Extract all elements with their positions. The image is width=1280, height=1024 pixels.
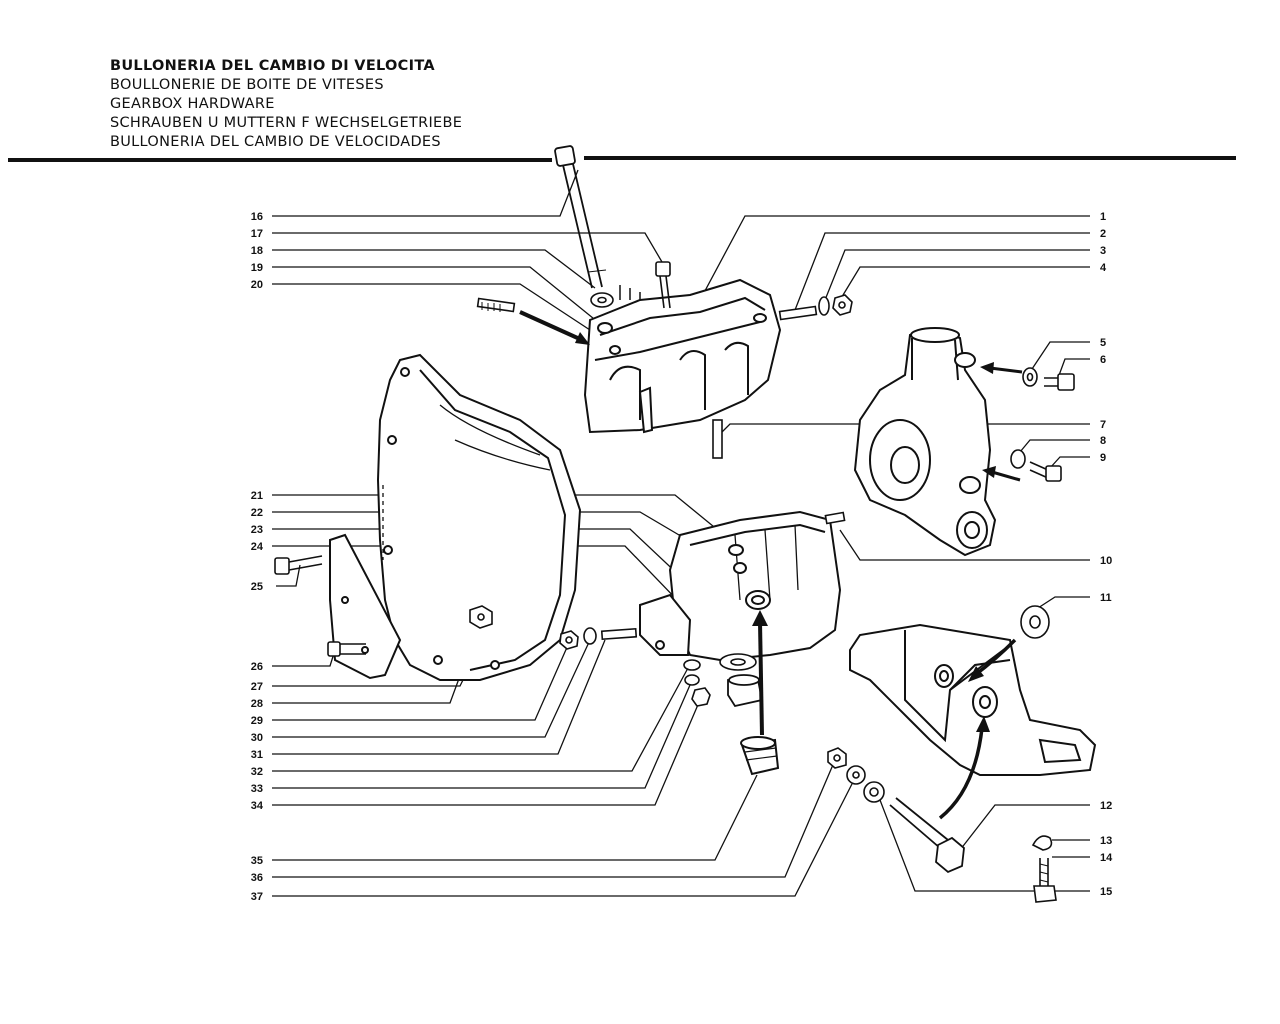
callout-19: 19 (251, 262, 263, 274)
cap-13 (1031, 835, 1053, 851)
washer-30 (583, 627, 597, 645)
bolt-6 (1044, 373, 1075, 391)
mounting-bracket (849, 623, 1097, 776)
washer-5 (1022, 367, 1038, 387)
arrow-5-6 (980, 362, 1023, 374)
callout-30: 30 (251, 732, 263, 744)
plug-24 (727, 674, 764, 708)
callout-6: 6 (1100, 354, 1106, 366)
callout-36: 36 (251, 872, 263, 884)
stud-7 (712, 419, 723, 459)
callout-35: 35 (251, 855, 263, 867)
arrow-drain-plug (752, 610, 768, 736)
callout-20: 20 (251, 279, 263, 291)
callout-8: 8 (1100, 435, 1106, 447)
title-block: BULLONERIA DEL CAMBIO DI VELOCITA BOULLO… (110, 57, 462, 152)
side-plate (329, 533, 402, 680)
arrow-12 (938, 716, 990, 820)
callout-28: 28 (251, 698, 263, 710)
bolt-17 (655, 261, 671, 309)
callout-7: 7 (1100, 419, 1106, 431)
callout-16: 16 (251, 211, 263, 223)
callout-23: 23 (251, 524, 263, 536)
callout-32: 32 (251, 766, 263, 778)
callout-27: 27 (251, 681, 263, 693)
callout-31: 31 (251, 749, 263, 761)
callout-5: 5 (1100, 337, 1106, 349)
callout-34: 34 (251, 800, 264, 812)
nut-29 (559, 630, 579, 650)
washer-3 (818, 296, 830, 316)
arrow-11 (968, 638, 1017, 682)
washer-18 (590, 292, 614, 308)
callout-labels-left: 16 17 18 19 20 21 22 23 24 25 26 27 28 29 30 31 32 33 34 35… (251, 211, 264, 903)
callout-22: 22 (251, 507, 263, 519)
long-bolt-16 (554, 145, 607, 289)
title-english: GEARBOX HARDWARE (110, 96, 275, 112)
callout-3: 3 (1100, 245, 1106, 257)
bell-housing (376, 353, 582, 681)
callout-11: 11 (1100, 592, 1112, 604)
bolt-12 (889, 797, 965, 874)
callout-10: 10 (1100, 555, 1112, 567)
bolt-14 (1033, 858, 1057, 903)
plug-35 (740, 736, 780, 776)
title-french: BOULLONERIE DE BOITE DE VITESES (110, 77, 384, 93)
callout-15: 15 (1100, 886, 1112, 898)
rear-extension-housing (853, 327, 997, 557)
nut-27 (469, 605, 493, 629)
bolt-25 (274, 555, 323, 575)
callout-25: 25 (251, 581, 263, 593)
bolt-9 (1029, 461, 1062, 482)
stud-10 (824, 511, 846, 525)
title-spanish: BULLONERIA DEL CAMBIO DE VELOCIDADES (110, 134, 441, 150)
callout-24: 24 (251, 541, 264, 553)
nut-4 (832, 294, 853, 316)
arrow-top-cover (519, 310, 590, 345)
title-german: SCHRAUBEN U MUTTERN F WECHSELGETRIEBE (110, 115, 463, 131)
washer-8 (1010, 449, 1026, 469)
title-italian: BULLONERIA DEL CAMBIO DI VELOCITA (110, 58, 435, 74)
callout-18: 18 (251, 245, 263, 257)
stud-20 (476, 297, 516, 313)
washers-32-34 (683, 659, 711, 707)
callout-21: 21 (251, 490, 263, 502)
arrow-8-9 (982, 466, 1021, 482)
callout-2: 2 (1100, 228, 1106, 240)
callout-9: 9 (1100, 452, 1106, 464)
callout-1: 1 (1100, 211, 1106, 223)
callout-33: 33 (251, 783, 263, 795)
callout-13: 13 (1100, 835, 1112, 847)
top-cover-housing (583, 278, 782, 434)
callout-37: 37 (251, 891, 263, 903)
stud-31 (600, 627, 638, 641)
washer-11 (1020, 605, 1050, 639)
washer-23 (719, 653, 757, 671)
callout-26: 26 (251, 661, 263, 673)
callout-14: 14 (1100, 852, 1113, 864)
header-rule (8, 156, 1236, 162)
callout-12: 12 (1100, 800, 1112, 812)
gearbox-case (639, 510, 842, 662)
stud-2 (778, 305, 818, 321)
callout-4: 4 (1100, 262, 1107, 274)
washer-37 (846, 765, 885, 803)
bolt-26 (327, 641, 366, 657)
callout-29: 29 (251, 715, 263, 727)
callout-17: 17 (251, 228, 263, 240)
nut-36 (827, 747, 847, 769)
